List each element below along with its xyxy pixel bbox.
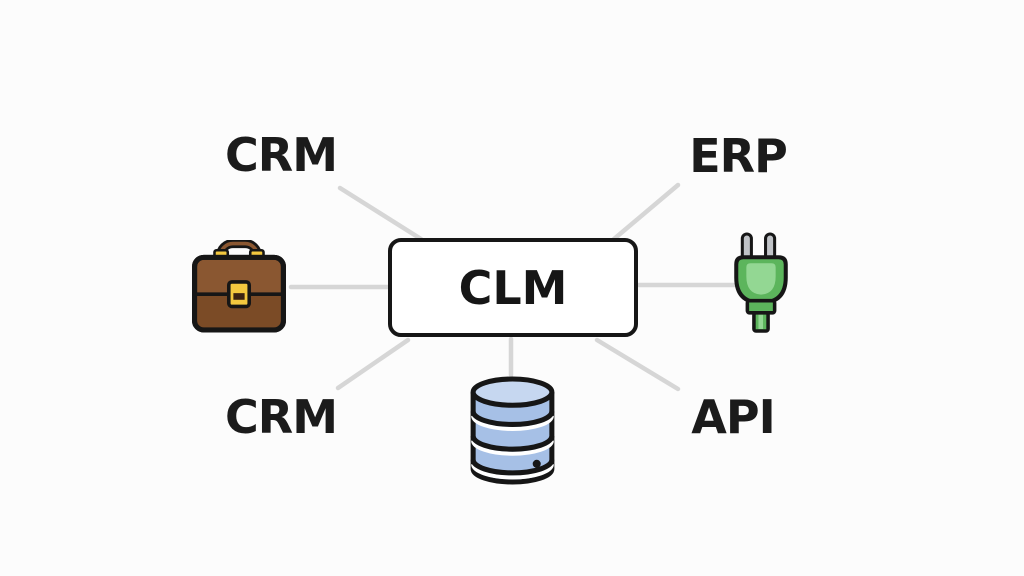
connector-crm-top-line <box>337 185 424 242</box>
briefcase-icon <box>192 240 286 333</box>
connector-api-line <box>594 337 681 392</box>
plug-icon <box>734 232 788 333</box>
clm-box-label: CLM <box>458 260 568 315</box>
clm-box: CLM <box>388 238 638 337</box>
connector-crm-bottom-line <box>335 337 411 391</box>
label-api: API <box>691 390 775 444</box>
database-icon <box>470 376 555 485</box>
label-crm-top: CRM <box>225 128 338 182</box>
label-crm-bottom: CRM <box>225 390 338 444</box>
label-erp: ERP <box>689 129 788 183</box>
connector-erp-line <box>611 182 681 242</box>
